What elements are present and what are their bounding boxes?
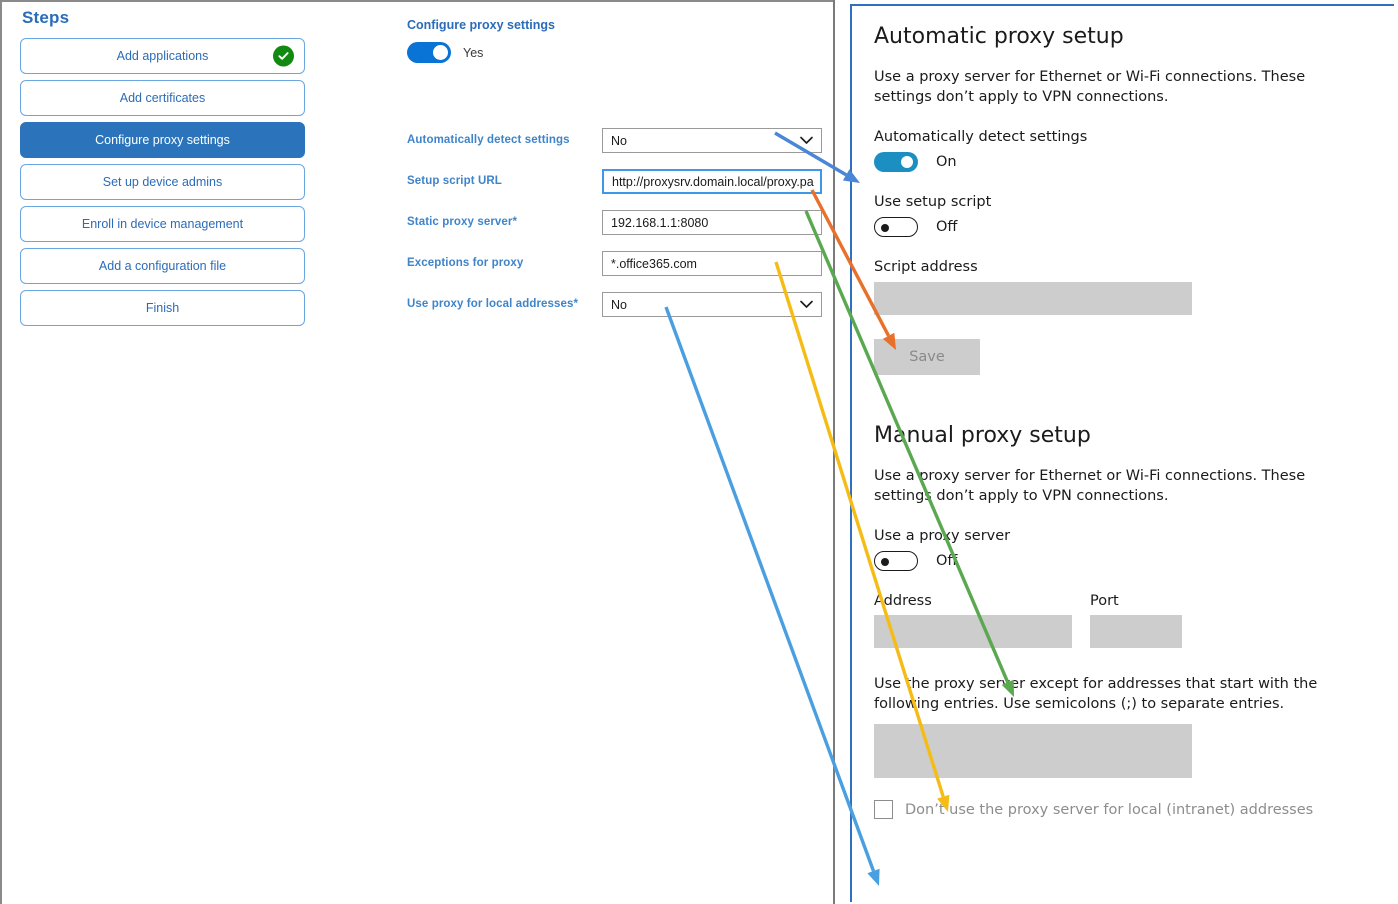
static-proxy-server-input[interactable]: 192.168.1.1:8080 — [602, 210, 822, 235]
sidebar-item-label: Enroll in device management — [81, 217, 244, 231]
automatic-proxy-setup-heading: Automatic proxy setup — [874, 24, 1124, 49]
toggle-knob — [901, 156, 913, 168]
automatically-detect-settings-select[interactable]: No — [602, 128, 822, 153]
toggle-state-label: On — [936, 154, 957, 170]
steps-sidebar: Steps Add applications Add certificates … — [20, 8, 305, 332]
bypass-local-addresses-label: Don’t use the proxy server for local (in… — [905, 801, 1314, 818]
toggle-knob — [881, 558, 889, 566]
automatically-detect-settings-toggle[interactable] — [874, 152, 918, 172]
script-address-input[interactable] — [874, 282, 1192, 315]
proxy-form-fields: Automatically detect settings No Setup s… — [407, 128, 827, 333]
local-addresses-arrow — [664, 306, 876, 872]
save-button[interactable]: Save — [874, 339, 980, 375]
proxy-form-header: Configure proxy settings Yes — [407, 18, 827, 69]
port-group: Port — [1090, 593, 1182, 648]
use-setup-script-toggle[interactable] — [874, 217, 918, 237]
setup-script-url-input[interactable]: http://proxysrv.domain.local/proxy.pa — [602, 169, 822, 194]
sidebar-item-add-certificates[interactable]: Add certificates — [20, 80, 305, 116]
sidebar-item-label: Add certificates — [119, 91, 206, 105]
field-row-exceptions-for-proxy: Exceptions for proxy *.office365.com — [407, 251, 827, 292]
automatic-proxy-setup-description: Use a proxy server for Ethernet or Wi-Fi… — [874, 69, 1306, 105]
use-a-proxy-server-label: Use a proxy server — [874, 528, 1011, 544]
form-heading: Configure proxy settings — [407, 18, 555, 32]
address-port-row: Address Port — [874, 593, 1382, 648]
field-label: Static proxy server* — [407, 216, 518, 228]
sidebar-item-label: Configure proxy settings — [95, 133, 230, 147]
sidebar-item-configure-proxy-settings[interactable]: Configure proxy settings — [20, 122, 305, 158]
select-value: No — [611, 133, 627, 148]
top-divider — [0, 0, 833, 2]
sidebar-item-set-up-device-admins[interactable]: Set up device admins — [20, 164, 305, 200]
required-marker: * — [573, 298, 579, 310]
toggle-state-label: Off — [936, 553, 958, 569]
sidebar-item-label: Set up device admins — [102, 175, 223, 189]
select-value: No — [611, 297, 627, 312]
checkbox-icon[interactable] — [874, 800, 893, 819]
exceptions-input[interactable] — [874, 724, 1192, 778]
chevron-down-icon — [800, 134, 813, 148]
configure-proxy-toggle[interactable] — [407, 42, 451, 63]
steps-title: Steps — [22, 8, 70, 27]
toggle-state-label: Off — [936, 219, 958, 235]
sidebar-item-label: Finish — [145, 301, 180, 315]
use-a-proxy-server-toggle[interactable] — [874, 551, 918, 571]
use-setup-script-toggle-row: Off — [874, 217, 1382, 237]
input-value: 192.168.1.1:8080 — [611, 215, 709, 230]
script-address-label: Script address — [874, 259, 978, 275]
port-label: Port — [1090, 593, 1119, 609]
use-proxy-for-local-addresses-select[interactable]: No — [602, 292, 822, 317]
bypass-local-addresses-row[interactable]: Don’t use the proxy server for local (in… — [874, 800, 1382, 819]
address-input[interactable] — [874, 615, 1072, 648]
automatically-detect-settings-toggle-row: On — [874, 152, 1382, 172]
sidebar-item-add-a-configuration-file[interactable]: Add a configuration file — [20, 248, 305, 284]
address-group: Address — [874, 593, 1072, 648]
sidebar-item-finish[interactable]: Finish — [20, 290, 305, 326]
field-row-automatically-detect-settings: Automatically detect settings No — [407, 128, 827, 169]
exceptions-for-proxy-input[interactable]: *.office365.com — [602, 251, 822, 276]
toggle-knob — [433, 45, 448, 60]
sidebar-item-enroll-in-device-management[interactable]: Enroll in device management — [20, 206, 305, 242]
field-row-setup-script-url: Setup script URL http://proxysrv.domain.… — [407, 169, 827, 210]
toggle-knob — [881, 224, 889, 232]
use-a-proxy-server-toggle-row: Off — [874, 551, 1382, 571]
address-label: Address — [874, 593, 932, 609]
manual-proxy-setup-description: Use a proxy server for Ethernet or Wi-Fi… — [874, 468, 1306, 504]
use-setup-script-label: Use setup script — [874, 194, 992, 210]
field-label: Exceptions for proxy — [407, 257, 524, 269]
input-value: http://proxysrv.domain.local/proxy.pa — [612, 174, 814, 189]
field-row-static-proxy-server: Static proxy server* 192.168.1.1:8080 — [407, 210, 827, 251]
check-circle-icon — [273, 45, 294, 67]
windows-proxy-settings-panel: Automatic proxy setup Use a proxy server… — [862, 10, 1382, 819]
input-value: *.office365.com — [611, 256, 697, 271]
manual-proxy-setup-heading: Manual proxy setup — [874, 423, 1091, 448]
port-input[interactable] — [1090, 615, 1182, 648]
sidebar-item-label: Add a configuration file — [98, 259, 227, 273]
configure-proxy-toggle-row: Yes — [407, 42, 827, 63]
field-label: Use proxy for local addresses* — [407, 298, 579, 310]
configure-proxy-toggle-label: Yes — [463, 45, 484, 60]
sidebar-item-add-applications[interactable]: Add applications — [20, 38, 305, 74]
chevron-down-icon — [800, 298, 813, 312]
sidebar-item-label: Add applications — [116, 49, 209, 63]
left-divider — [0, 0, 2, 904]
automatically-detect-settings-label: Automatically detect settings — [874, 129, 1088, 145]
field-label: Setup script URL — [407, 175, 502, 187]
field-row-use-proxy-for-local-addresses: Use proxy for local addresses* No — [407, 292, 827, 333]
field-label: Automatically detect settings — [407, 134, 570, 146]
center-divider — [833, 0, 835, 904]
required-marker: * — [512, 216, 518, 228]
exceptions-description: Use the proxy server except for addresse… — [874, 676, 1318, 712]
